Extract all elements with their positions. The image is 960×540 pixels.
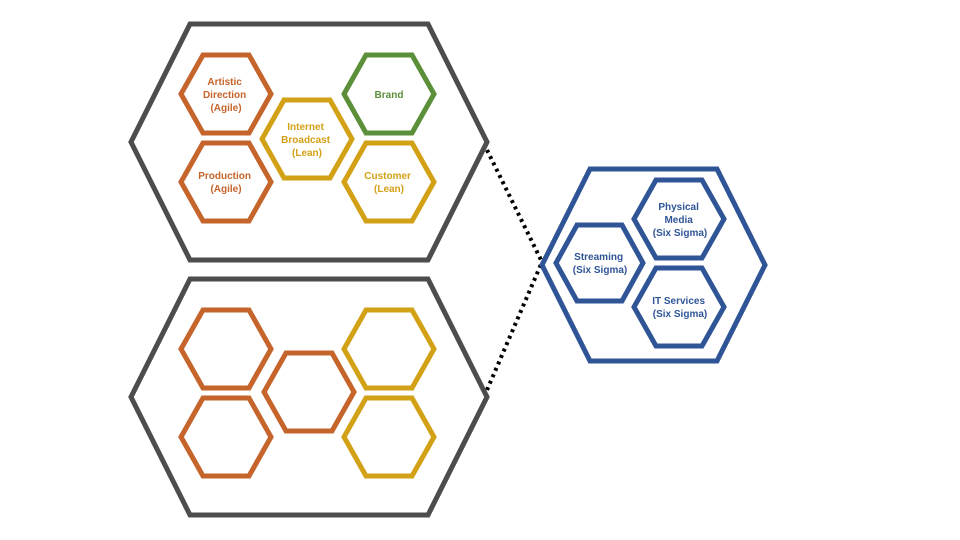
hex-internet-broadcast-label: Internet Broadcast (Lean) [281,122,333,159]
hex-streaming: Streaming (Six Sigma) [553,222,646,304]
hex-empty-agile-2 [178,395,274,479]
hex-empty-agile-1 [178,307,274,391]
hex-artistic-direction: Artistic Direction (Agile) [178,52,274,136]
hex-customer: Customer (Lean) [341,140,437,224]
hex-customer-label: Customer (Lean) [364,171,413,195]
hex-physical-media: Physical Media (Six Sigma) [631,177,727,261]
connector-line-bottom [485,261,544,391]
hex-empty-lean-2 [341,395,437,479]
hex-brand-label: Brand [375,90,404,101]
hex-production: Production (Agile) [178,140,274,224]
hex-internet-broadcast: Internet Broadcast (Lean) [259,97,355,181]
connector-line-top [485,149,544,263]
hex-empty-lean-1 [341,307,437,391]
hex-it-services-label: IT Services (Six Sigma) [652,296,708,320]
hex-empty-agile-3 [261,350,357,434]
hex-streaming-label: Streaming (Six Sigma) [573,252,627,276]
hex-artistic-direction-label: Artistic Direction (Agile) [203,77,249,114]
hex-it-services: IT Services (Six Sigma) [631,265,727,349]
hex-brand: Brand [341,52,437,136]
hex-physical-media-label: Physical Media (Six Sigma) [653,202,707,239]
hex-production-label: Production (Agile) [198,171,254,195]
